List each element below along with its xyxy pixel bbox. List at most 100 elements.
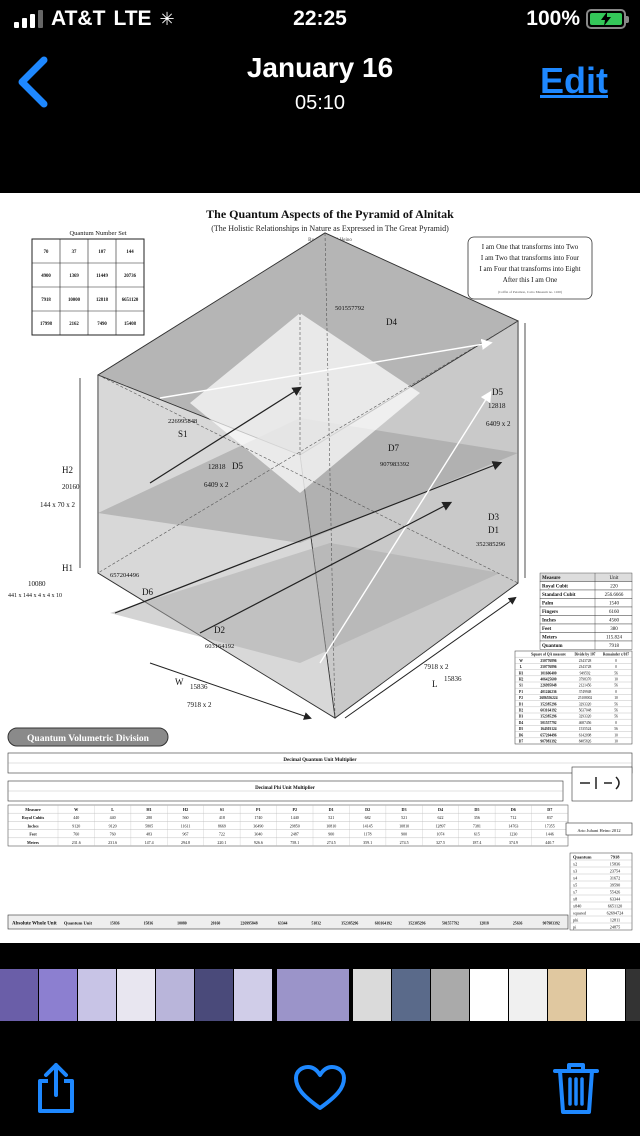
- sq-cell: 501557792: [540, 721, 556, 725]
- photo-thumbnail[interactable]: [234, 969, 272, 1021]
- absolute-value: 603164192: [375, 922, 392, 926]
- absolute-value: 12818: [479, 922, 489, 926]
- table-cell: 220.1: [217, 840, 226, 845]
- photo-thumbnail[interactable]: [277, 969, 349, 1021]
- table-header: P2: [292, 807, 297, 812]
- table-header: D7: [547, 807, 552, 812]
- photo-view[interactable]: The Quantum Aspects of the Pyramid of Al…: [0, 193, 640, 943]
- photo-thumbnail[interactable]: [78, 969, 116, 1021]
- table-cell: 374.9: [509, 840, 518, 845]
- quote-source: (Coffin of Petamon, Cairo Museum no. 116…: [498, 290, 563, 295]
- table-cell: Meters: [27, 840, 39, 845]
- photo-thumbnail[interactable]: [431, 969, 469, 1021]
- share-icon: [38, 1063, 74, 1113]
- photo-thumbnail[interactable]: [195, 969, 233, 1021]
- sq-cell: 10: [614, 740, 618, 744]
- poster-subtitle: (The Holistic Relationships in Nature as…: [211, 224, 449, 233]
- value-w: 15836: [190, 683, 208, 691]
- table-cell: 5805: [145, 823, 153, 828]
- quote-line-3: I am Four that transforms into Eight: [479, 265, 580, 273]
- sq-cell: D2: [519, 709, 524, 713]
- absolute-value: 352385296: [341, 922, 358, 926]
- sq-cell: 56: [614, 671, 618, 675]
- sq-cell: 56: [614, 702, 618, 706]
- absolute-value: 25636: [513, 922, 523, 926]
- measure-name: Royal Cubit: [542, 585, 568, 590]
- share-button[interactable]: [28, 1060, 84, 1116]
- table-cell: 1440: [291, 815, 299, 820]
- qsq-cell: 6651120: [608, 903, 623, 908]
- formula-d5-center: 6409 x 2: [204, 481, 229, 489]
- sq-cell: 101606400: [540, 671, 556, 675]
- photo-thumbnail[interactable]: [0, 969, 38, 1021]
- favorite-button[interactable]: [292, 1060, 348, 1116]
- table-cell: 615: [474, 832, 480, 837]
- table-header: D4: [438, 807, 444, 812]
- table-cell: 926.6: [254, 840, 263, 845]
- table-cell: 682: [365, 815, 371, 820]
- measure-name: Feet: [542, 627, 551, 632]
- sq-cell: 352385296: [540, 702, 556, 706]
- absolute-value: 226995848: [241, 922, 258, 926]
- delete-button[interactable]: [548, 1060, 604, 1116]
- table-cell: 760: [73, 832, 79, 837]
- table-cell: 8669: [218, 823, 226, 828]
- photo-thumbnail[interactable]: [626, 969, 640, 1021]
- carrier-name: AT&T: [51, 7, 106, 30]
- sq-cell: 3749948: [579, 690, 592, 694]
- sqrt-h1: 441 x 144 x 4 x 4 x 10: [8, 593, 62, 599]
- network-type: LTE: [113, 7, 152, 30]
- sq-cell: 657204496: [540, 733, 556, 737]
- qns-cell: 6651120: [122, 298, 139, 303]
- measure-unit: Unit: [610, 576, 620, 581]
- qsq-cell: x5: [573, 882, 577, 887]
- photo-thumbnail[interactable]: [117, 969, 155, 1021]
- photo-thumbnail[interactable]: [156, 969, 194, 1021]
- formula-w: 7918 x 2: [187, 701, 212, 709]
- table-cell: 36490: [253, 823, 263, 828]
- thumbnail-strip[interactable]: [0, 969, 640, 1021]
- photo-thumbnail[interactable]: [548, 969, 586, 1021]
- photo-thumbnail[interactable]: [470, 969, 508, 1021]
- table-cell: 1740: [254, 815, 262, 820]
- sq-header: Remainder x/107: [603, 653, 629, 657]
- quote-line-2: I am Two that transforms into Four: [481, 254, 580, 262]
- photo-thumbnail[interactable]: [39, 969, 77, 1021]
- label-l: L: [432, 679, 438, 689]
- value-h1: 10080: [28, 580, 46, 588]
- sq-cell: P1: [519, 690, 523, 694]
- sq-cell: 10: [614, 696, 618, 700]
- photo-thumbnail[interactable]: [587, 969, 625, 1021]
- qsq-cell: 15836: [610, 861, 620, 866]
- qsq-cell: x4: [573, 875, 578, 880]
- sq-cell: 6142098: [579, 733, 592, 737]
- absolute-value: 352385296: [408, 922, 425, 926]
- measure-name: Meters: [542, 636, 557, 641]
- qsq-cell: x840: [573, 903, 581, 908]
- table-cell: 17355: [545, 823, 555, 828]
- label-h1: H1: [62, 563, 73, 573]
- table-cell: 10810: [399, 823, 409, 828]
- table-cell: 521: [328, 815, 334, 820]
- table-cell: 274.5: [327, 840, 336, 845]
- photo-thumbnail[interactable]: [392, 969, 430, 1021]
- photo-thumbnail[interactable]: [353, 969, 391, 1021]
- edit-button[interactable]: Edit: [540, 60, 608, 101]
- qns-title: Quantum Number Set: [69, 230, 126, 237]
- qns-cell: 11449: [96, 274, 108, 279]
- qns-cell: 7490: [97, 322, 107, 327]
- table-cell: 1230: [509, 832, 517, 837]
- label-d6: D6: [142, 587, 153, 597]
- sq-cell: L: [520, 665, 523, 669]
- absolute-label: Absolute Whole Unit: [12, 922, 57, 927]
- credit-box: Arto Juhani Heino 2012: [565, 822, 633, 836]
- photo-thumbnail[interactable]: [509, 969, 547, 1021]
- hieroglyph-box: [571, 766, 633, 802]
- carrier-group: AT&T LTE ✳: [14, 7, 175, 31]
- sq-cell: 226995848: [540, 684, 556, 688]
- back-button[interactable]: [14, 55, 54, 110]
- table-header: D1: [329, 807, 334, 812]
- decimal-quantum-multiplier: Decimal Quantum Unit Multiplier: [7, 752, 633, 774]
